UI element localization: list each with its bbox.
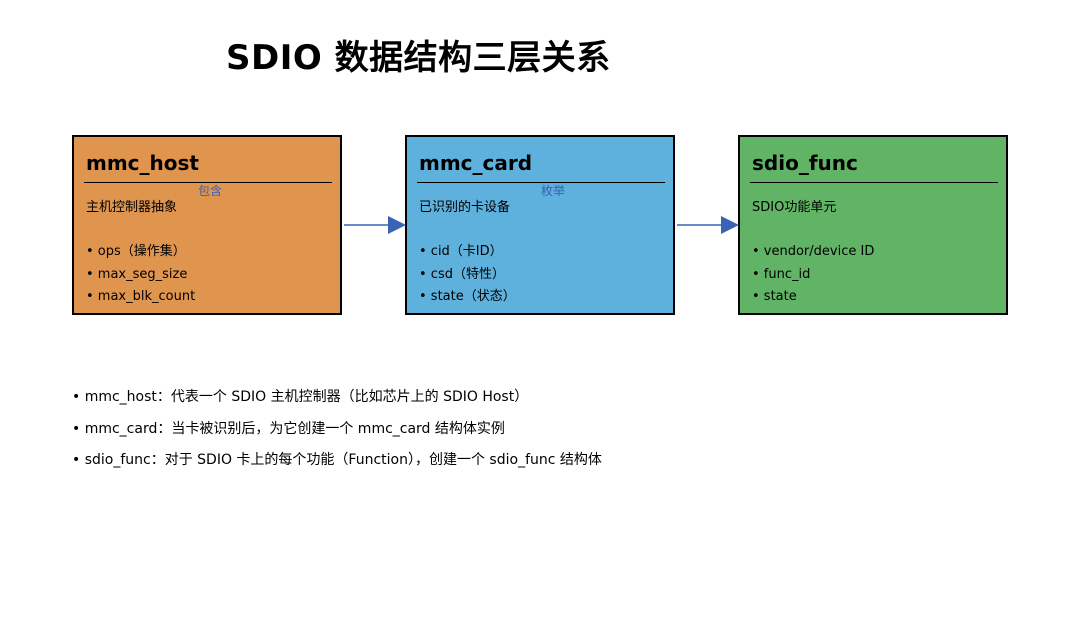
divider (417, 182, 665, 183)
box-subtitle: SDIO功能单元 (752, 200, 837, 215)
note-item: • mmc_host：代表一个 SDIO 主机控制器（比如芯片上的 SDIO H… (72, 389, 529, 405)
list-item: • vendor/device ID (752, 244, 875, 259)
field-list: • vendor/device ID • func_id • state (752, 241, 874, 309)
relation-label-enumerates: 枚举 (541, 184, 566, 198)
list-item: • state (752, 289, 797, 304)
box-subtitle: 已识别的卡设备 (419, 200, 511, 215)
field-list: • ops（操作集） • max_seg_size • max_blk_coun… (86, 241, 195, 309)
mmc-host-box: mmc_host 主机控制器抽象 • ops（操作集） • max_seg_si… (72, 135, 342, 315)
note-item: • mmc_card：当卡被识别后，为它创建一个 mmc_card 结构体实例 (72, 420, 505, 437)
notes-list: • mmc_host：代表一个 SDIO 主机控制器（比如芯片上的 SDIO H… (72, 386, 602, 481)
arrow-card-to-func (677, 216, 739, 234)
list-item: • ops（操作集） (86, 244, 186, 259)
sdio-func-box: sdio_func SDIO功能单元 • vendor/device ID • … (738, 135, 1008, 315)
arrow-host-to-card (344, 216, 406, 234)
box-heading: mmc_card (419, 151, 533, 175)
box-heading: mmc_host (86, 151, 199, 175)
divider (84, 182, 332, 183)
box-heading: sdio_func (752, 151, 858, 175)
divider (750, 182, 998, 183)
list-item: • state（状态） (419, 289, 516, 304)
note-item: • sdio_func：对于 SDIO 卡上的每个功能（Function），创建… (72, 452, 602, 468)
page-title: SDIO 数据结构三层关系 (226, 38, 611, 78)
list-item: • cid（卡ID） (419, 244, 503, 259)
list-item: • max_blk_count (86, 289, 196, 304)
mmc-card-box: mmc_card 已识别的卡设备 • cid（卡ID） • csd（特性） • … (405, 135, 675, 315)
box-subtitle: 主机控制器抽象 (86, 200, 178, 215)
field-list: • cid（卡ID） • csd（特性） • state（状态） (419, 241, 516, 309)
list-item: • csd（特性） (419, 266, 505, 282)
list-item: • func_id (752, 266, 811, 282)
list-item: • max_seg_size (86, 266, 188, 282)
relation-label-contains: 包含 (198, 184, 223, 198)
